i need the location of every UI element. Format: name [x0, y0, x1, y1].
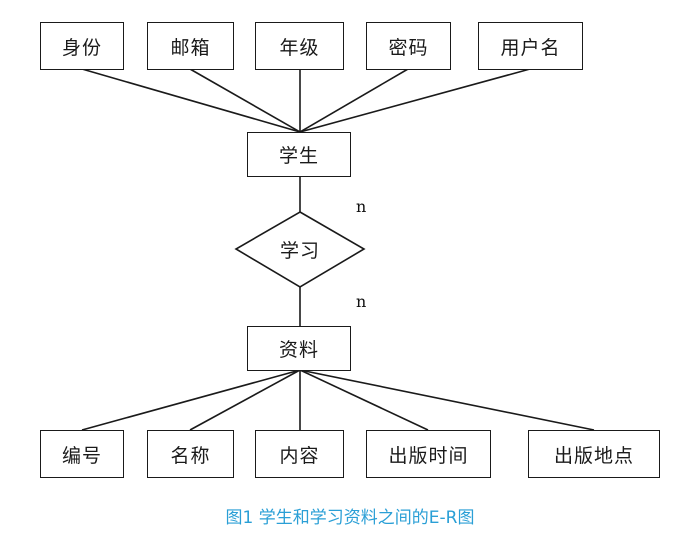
cardinality-bottom: n	[356, 292, 367, 311]
figure-caption: 图1 学生和学习资料之间的E-R图	[225, 508, 475, 528]
attribute-publication-time: 出版时间	[366, 430, 491, 478]
attribute-username: 用户名	[478, 22, 583, 70]
connector-material-pubtime	[299, 369, 429, 431]
attribute-number: 编号	[40, 430, 124, 478]
connector-password-student	[299, 68, 409, 133]
connector-material-pubplace	[299, 369, 595, 431]
relationship-label: 学习	[279, 240, 320, 262]
entity-student: 学生	[247, 132, 351, 177]
connector-email-student	[189, 68, 301, 133]
connector-material-name	[189, 369, 301, 431]
attribute-publication-place: 出版地点	[528, 430, 660, 478]
attribute-email: 邮箱	[147, 22, 234, 70]
attribute-password: 密码	[366, 22, 451, 70]
attribute-grade: 年级	[255, 22, 344, 70]
attribute-identity: 身份	[40, 22, 124, 70]
cardinality-top: n	[356, 197, 367, 216]
attribute-name: 名称	[147, 430, 234, 478]
connector-identity-student	[81, 68, 301, 133]
connector-material-number	[81, 369, 301, 431]
connector-username-student	[299, 68, 531, 133]
entity-material: 资料	[247, 326, 351, 371]
attribute-content: 内容	[255, 430, 344, 478]
